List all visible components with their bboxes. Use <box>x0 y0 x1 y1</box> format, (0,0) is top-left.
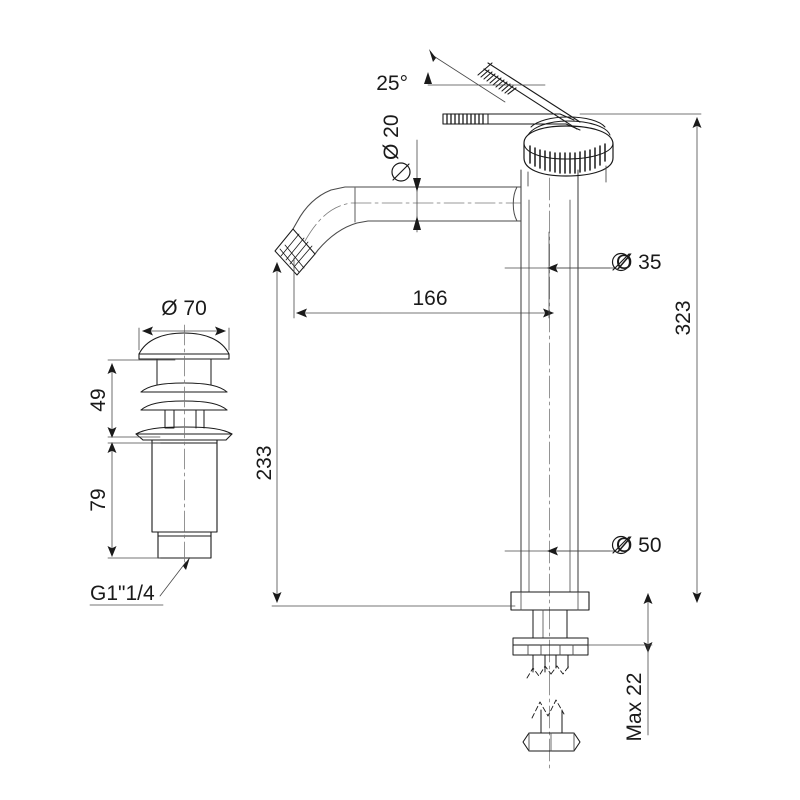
popup-waste <box>135 324 233 569</box>
label-thread-spec: G1"1/4 <box>90 582 155 605</box>
spout <box>292 186 522 255</box>
dimension-spout-bore <box>391 139 421 233</box>
dimension-angle-25 <box>424 49 546 103</box>
dimension-reach-166 <box>293 231 554 319</box>
dimension-body-diameter <box>504 252 631 273</box>
dimension-height-323 <box>579 113 702 603</box>
cartridge-cap <box>523 116 614 187</box>
dimension-cap-diameter <box>138 326 230 351</box>
dimension-base-diameter <box>504 535 631 556</box>
label-height-323: 323 <box>672 300 695 335</box>
label-waste-79: 79 <box>87 488 110 511</box>
label-angle-25: 25° <box>376 72 408 95</box>
mounting-assembly <box>512 609 589 752</box>
label-base-diameter: Ø 50 <box>616 534 662 557</box>
label-waste-49: 49 <box>87 388 110 411</box>
dimension-waste-49 <box>107 359 176 438</box>
label-cap-diameter: Ø 70 <box>161 297 207 320</box>
dimension-height-233 <box>271 262 516 607</box>
label-spout-bore: Ø 20 <box>380 114 403 160</box>
base-flange <box>510 591 590 611</box>
lever-handle <box>442 62 581 131</box>
aerator <box>274 228 316 276</box>
label-height-233: 233 <box>253 445 276 480</box>
dimension-waste-79 <box>107 442 161 559</box>
faucet-body <box>520 169 579 771</box>
dimension-max-22 <box>587 593 653 736</box>
label-reach-166: 166 <box>412 287 447 310</box>
label-body-diameter: Ø 35 <box>616 251 662 274</box>
label-max-22: Max 22 <box>623 673 646 742</box>
leader-thread-spec <box>89 557 190 606</box>
